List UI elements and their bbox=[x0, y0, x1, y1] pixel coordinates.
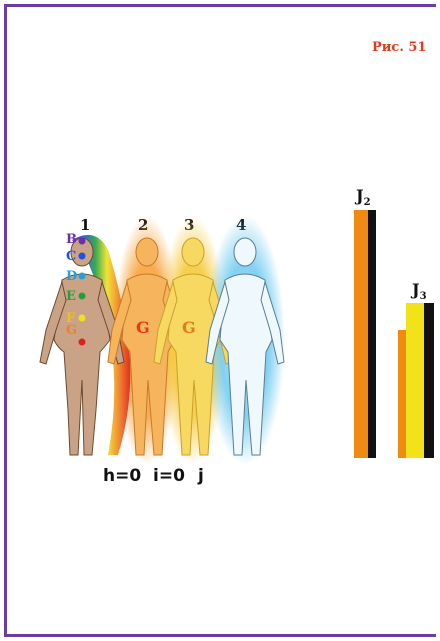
chakra-letter-e: E bbox=[66, 289, 76, 304]
chakra-dot-g bbox=[78, 338, 86, 346]
chakra-letter-g: G bbox=[66, 323, 77, 338]
j3-label: J3 bbox=[412, 280, 427, 303]
chakra-dot-b bbox=[78, 237, 86, 245]
formula-i: i=0 bbox=[153, 466, 185, 486]
formula-j: j bbox=[198, 466, 204, 486]
human-figure-4 bbox=[205, 237, 285, 456]
chakra-dot-f bbox=[78, 314, 86, 322]
aura-letter-g-3: G bbox=[182, 318, 196, 337]
chakra-letter-d: D bbox=[66, 269, 77, 284]
bar-j3-yellow bbox=[406, 303, 424, 458]
chakra-dot-c bbox=[78, 252, 86, 260]
chakra-letter-c: C bbox=[66, 249, 76, 264]
rainbow-aura bbox=[72, 234, 131, 455]
chakra-dot-e bbox=[78, 292, 86, 300]
bar-j3-orange bbox=[398, 330, 406, 458]
figure-number-1: 1 bbox=[80, 216, 91, 234]
figure-label: Рис. 51 bbox=[372, 40, 427, 55]
chakra-letter-f: F bbox=[66, 311, 76, 326]
bar-j2-orange bbox=[354, 210, 368, 458]
bar-j3-black bbox=[424, 303, 434, 458]
chakra-dot-d bbox=[78, 272, 86, 280]
formula-h: h=0 bbox=[103, 466, 142, 486]
page-frame bbox=[4, 4, 436, 637]
j2-label: J2 bbox=[356, 186, 371, 209]
aura-letter-g-2: G bbox=[136, 318, 150, 337]
chakra-letter-b: B bbox=[66, 232, 77, 247]
bar-j2-black bbox=[368, 210, 376, 458]
